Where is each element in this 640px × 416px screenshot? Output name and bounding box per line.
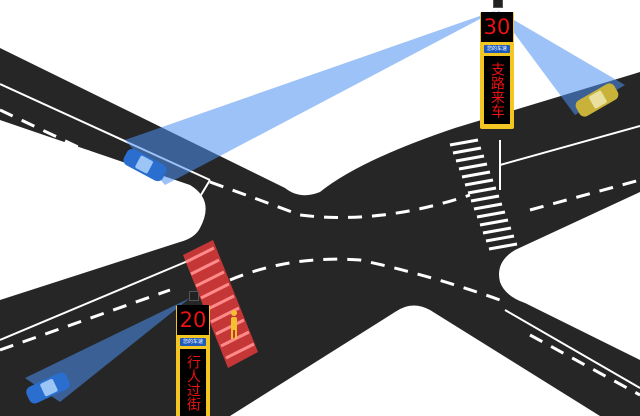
- lane-dash: [529, 178, 640, 212]
- radar-beam-right: [497, 10, 625, 115]
- stop-line: [194, 179, 211, 206]
- lane-edge: [0, 257, 196, 341]
- lane-dash: [529, 333, 640, 397]
- warning-sign-pedestrian: 20 您的车速 行人过街: [176, 291, 210, 416]
- lane-edge: [499, 125, 640, 166]
- speed-readout: 20: [177, 305, 209, 335]
- car-blue-bottom: [26, 372, 70, 404]
- radar-sensor-icon: [189, 291, 199, 301]
- speed-readout: 30: [481, 12, 513, 42]
- radar-beam-left: [125, 10, 497, 185]
- guide-line: [209, 180, 471, 219]
- lane-dash: [0, 288, 171, 352]
- radar-sensor-icon: [493, 0, 503, 8]
- right-wedge: [499, 192, 640, 360]
- pedestrian-icon: [231, 310, 237, 339]
- car-blue-top: [123, 148, 167, 182]
- lane-dash: [0, 108, 191, 202]
- speed-label: 您的车速: [180, 338, 206, 346]
- warning-sign-branch: 30 您的车速 支路来车: [480, 0, 514, 129]
- guide-line: [229, 257, 501, 302]
- car-yellow: [575, 83, 619, 117]
- sign-message: 支路来车: [484, 56, 510, 124]
- speed-label: 您的车速: [484, 45, 510, 53]
- crosswalk-right: [449, 138, 518, 251]
- lane-edge: [504, 309, 640, 389]
- bottom-wedge: [230, 305, 600, 416]
- left-wedge: [0, 120, 206, 300]
- sign-message: 行人过街: [180, 349, 206, 416]
